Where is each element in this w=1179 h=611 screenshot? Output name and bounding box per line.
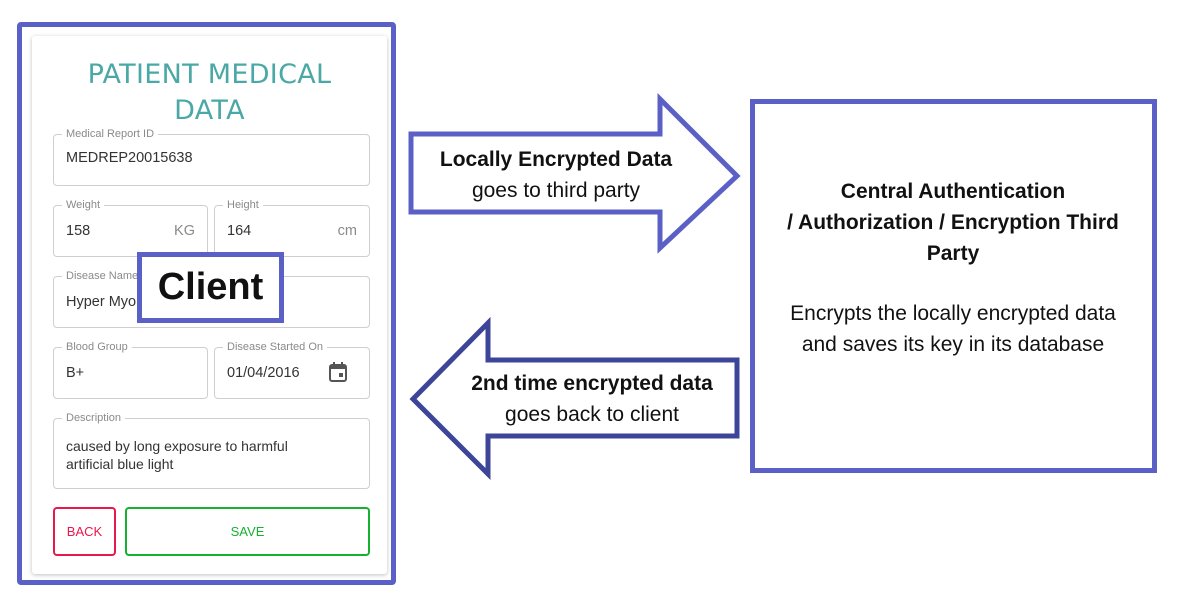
arrow-to-client-line2: goes back to client: [505, 403, 679, 426]
arrow-to-third-party-text: Locally Encrypted Data goes to third par…: [418, 144, 694, 206]
form-title-line2: DATA: [174, 95, 245, 126]
medical-report-id-value: MEDREP20015638: [66, 150, 193, 166]
disease-started-field[interactable]: Disease Started On 01/04/2016: [214, 340, 370, 399]
third-party-box: [750, 99, 1157, 473]
client-frame: [17, 22, 396, 585]
description-value: caused by long exposure to harmful artif…: [66, 438, 288, 472]
height-value: 164: [227, 223, 252, 239]
medical-report-id-label: Medical Report ID: [62, 127, 159, 141]
medical-report-id-field[interactable]: Medical Report ID MEDREP20015638: [53, 127, 370, 186]
blood-group-label: Blood Group: [62, 340, 132, 354]
client-label: Client: [137, 252, 284, 323]
third-party-title-line1: Central Authentication: [840, 180, 1066, 203]
disease-started-label: Disease Started On: [223, 340, 327, 354]
arrow-to-client-text: 2nd time encrypted data goes back to cli…: [448, 368, 736, 430]
form-title-line1: PATIENT MEDICAL: [87, 59, 332, 90]
arrow-to-client-bold: 2nd time encrypted data: [471, 372, 713, 395]
third-party-title: Central Authentication / Authorization /…: [753, 176, 1153, 269]
arrow-to-third-party-bold: Locally Encrypted Data: [439, 148, 673, 171]
save-button[interactable]: SAVE: [125, 507, 370, 556]
arrow-to-third-party: [408, 92, 741, 254]
weight-value: 158: [66, 223, 91, 239]
third-party-title-line2: / Authorization / Encryption Third: [787, 211, 1119, 234]
calendar-icon[interactable]: [329, 362, 347, 387]
disease-name-label: Disease Name: [62, 269, 143, 283]
weight-field[interactable]: Weight 158 KG: [53, 198, 208, 257]
arrow-to-third-party-line2: goes to third party: [471, 179, 641, 202]
disease-name-value: Hyper Myo: [66, 294, 137, 310]
weight-unit: KG: [174, 223, 195, 239]
third-party-desc-line2: and saves its key in its database: [801, 333, 1105, 356]
third-party-title-line3: Party: [926, 242, 980, 265]
height-label: Height: [223, 198, 263, 212]
weight-label: Weight: [62, 198, 105, 212]
third-party-description: Encrypts the locally encrypted data and …: [753, 298, 1153, 360]
description-label: Description: [62, 411, 126, 425]
blood-group-value: B+: [66, 365, 85, 381]
blood-group-field[interactable]: Blood Group B+: [53, 340, 208, 399]
arrow-to-client: [409, 316, 740, 481]
height-unit: cm: [337, 223, 357, 239]
height-field[interactable]: Height 164 cm: [214, 198, 370, 257]
third-party-desc-line1: Encrypts the locally encrypted data: [790, 302, 1116, 325]
back-button[interactable]: BACK: [53, 507, 116, 556]
disease-started-value: 01/04/2016: [227, 365, 300, 381]
description-field[interactable]: Description caused by long exposure to h…: [53, 411, 370, 489]
form-title: PATIENT MEDICAL DATA: [32, 57, 387, 129]
